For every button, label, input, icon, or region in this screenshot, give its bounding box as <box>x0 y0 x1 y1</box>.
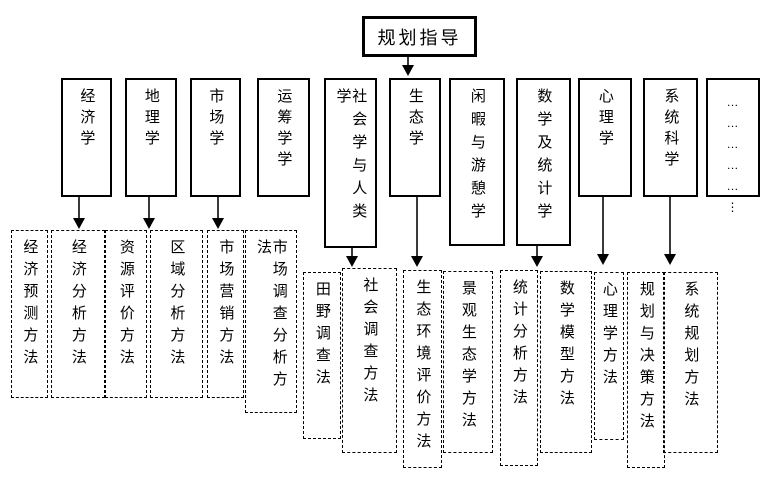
arrow-head-icon <box>211 218 224 229</box>
method-box-market-survey-analysis: 市场调查分析方法 <box>245 230 297 413</box>
discipline-box-market-studies: 市场学 <box>190 78 241 197</box>
discipline-label: 社会学与人类学 <box>334 88 368 226</box>
method-label: 市场调查分析方法 <box>255 239 288 393</box>
method-box-landscape-ecology: 景观生态学方法 <box>443 271 493 453</box>
method-label: 规划与决策方法 <box>637 281 655 435</box>
method-box-math-model: 数学模型方法 <box>540 271 592 453</box>
discipline-label: 生态学 <box>406 88 424 151</box>
discipline-box-operations-research: 运筹学学 <box>257 78 310 197</box>
arrow-shaft <box>668 197 671 255</box>
arrow-head-icon <box>663 254 676 265</box>
method-label: 数学模型方法 <box>557 280 575 412</box>
method-box-regional-analysis: 区域分析方法 <box>150 230 203 398</box>
arrow-title-down <box>401 57 414 76</box>
method-label: 市场营销方法 <box>217 239 235 371</box>
arrow-psychology-down <box>596 197 609 265</box>
method-box-planning-decision: 规划与决策方法 <box>627 272 665 468</box>
discipline-label: 经济学 <box>78 88 96 151</box>
arrow-systems-science-down <box>663 197 676 265</box>
method-label: 田野调查法 <box>313 281 331 391</box>
arrow-head-icon <box>345 256 358 267</box>
arrow-sociology-down <box>345 248 358 267</box>
method-label: 经济分析方法 <box>69 239 87 371</box>
arrow-shaft <box>147 197 150 219</box>
discipline-label: 系统科学 <box>662 88 680 172</box>
ellipsis-dots: … … … … … ⋮ <box>726 95 740 214</box>
discipline-box-math-statistics: 数学及统计学 <box>516 78 571 246</box>
arrow-ecology-down <box>410 197 423 267</box>
discipline-box-geography: 地理学 <box>125 78 177 197</box>
arrow-shaft <box>535 246 538 257</box>
arrow-market-studies-down <box>211 197 224 229</box>
method-label: 资源评价方法 <box>117 239 135 371</box>
method-box-psychology: 心理学方法 <box>594 272 624 440</box>
method-box-eco-environment-evaluation: 生态环境评价方法 <box>403 270 442 468</box>
discipline-box-sociology-anthropology: 社会学与人类学 <box>324 78 377 248</box>
arrow-economics-down <box>72 197 85 229</box>
method-label: 经济预测方法 <box>21 239 39 371</box>
method-box-system-planning: 系统规划方法 <box>663 272 718 453</box>
discipline-label: 数学及统计学 <box>535 88 553 226</box>
discipline-box-systems-science: 系统科学 <box>643 78 698 197</box>
arrow-head-icon <box>72 218 85 229</box>
method-box-field-survey: 田野调查法 <box>303 272 341 439</box>
discipline-label: 闲暇与游憩学 <box>468 88 486 226</box>
title-label: 规划指导 <box>377 27 462 48</box>
arrow-shaft <box>415 197 418 257</box>
method-box-economic-forecasting: 经济预测方法 <box>11 230 48 398</box>
arrow-head-icon <box>530 256 543 267</box>
method-box-resource-evaluation: 资源评价方法 <box>105 230 147 398</box>
discipline-label: 运筹学学 <box>275 88 293 172</box>
arrow-shaft <box>350 248 353 257</box>
method-label: 社会调查方法 <box>361 277 379 409</box>
method-label: 区域分析方法 <box>168 239 186 371</box>
method-box-economic-analysis: 经济分析方法 <box>51 230 105 398</box>
arrow-math-statistics-down <box>530 246 543 267</box>
method-label: 景观生态学方法 <box>459 280 477 434</box>
method-box-social-survey: 社会调查方法 <box>342 268 397 453</box>
arrow-head-icon <box>401 65 414 76</box>
discipline-box-ellipsis: … … … … … ⋮ <box>706 78 760 214</box>
arrow-head-icon <box>142 218 155 229</box>
arrow-shaft <box>216 197 219 219</box>
discipline-box-economics: 经济学 <box>61 78 112 197</box>
method-label: 系统规划方法 <box>682 281 700 413</box>
discipline-box-ecology: 生态学 <box>389 78 441 197</box>
method-label: 心理学方法 <box>600 281 618 391</box>
arrow-head-icon <box>596 254 609 265</box>
discipline-box-leisure-recreation: 闲暇与游憩学 <box>449 78 505 246</box>
discipline-label: 心理学 <box>596 88 614 151</box>
discipline-box-psychology: 心理学 <box>578 78 632 197</box>
title-box-planning-guidance: 规划指导 <box>362 16 477 57</box>
arrow-head-icon <box>410 256 423 267</box>
method-label: 生态环境评价方法 <box>414 279 432 455</box>
method-box-marketing: 市场营销方法 <box>207 230 244 398</box>
arrow-shaft <box>77 197 80 219</box>
method-box-statistical-analysis: 统计分析方法 <box>500 270 538 466</box>
arrow-shaft <box>601 197 604 255</box>
discipline-label: 市场学 <box>207 88 225 151</box>
discipline-label: 地理学 <box>142 88 160 151</box>
arrow-geography-down <box>142 197 155 229</box>
method-label: 统计分析方法 <box>510 279 528 411</box>
arrow-shaft <box>406 57 409 66</box>
